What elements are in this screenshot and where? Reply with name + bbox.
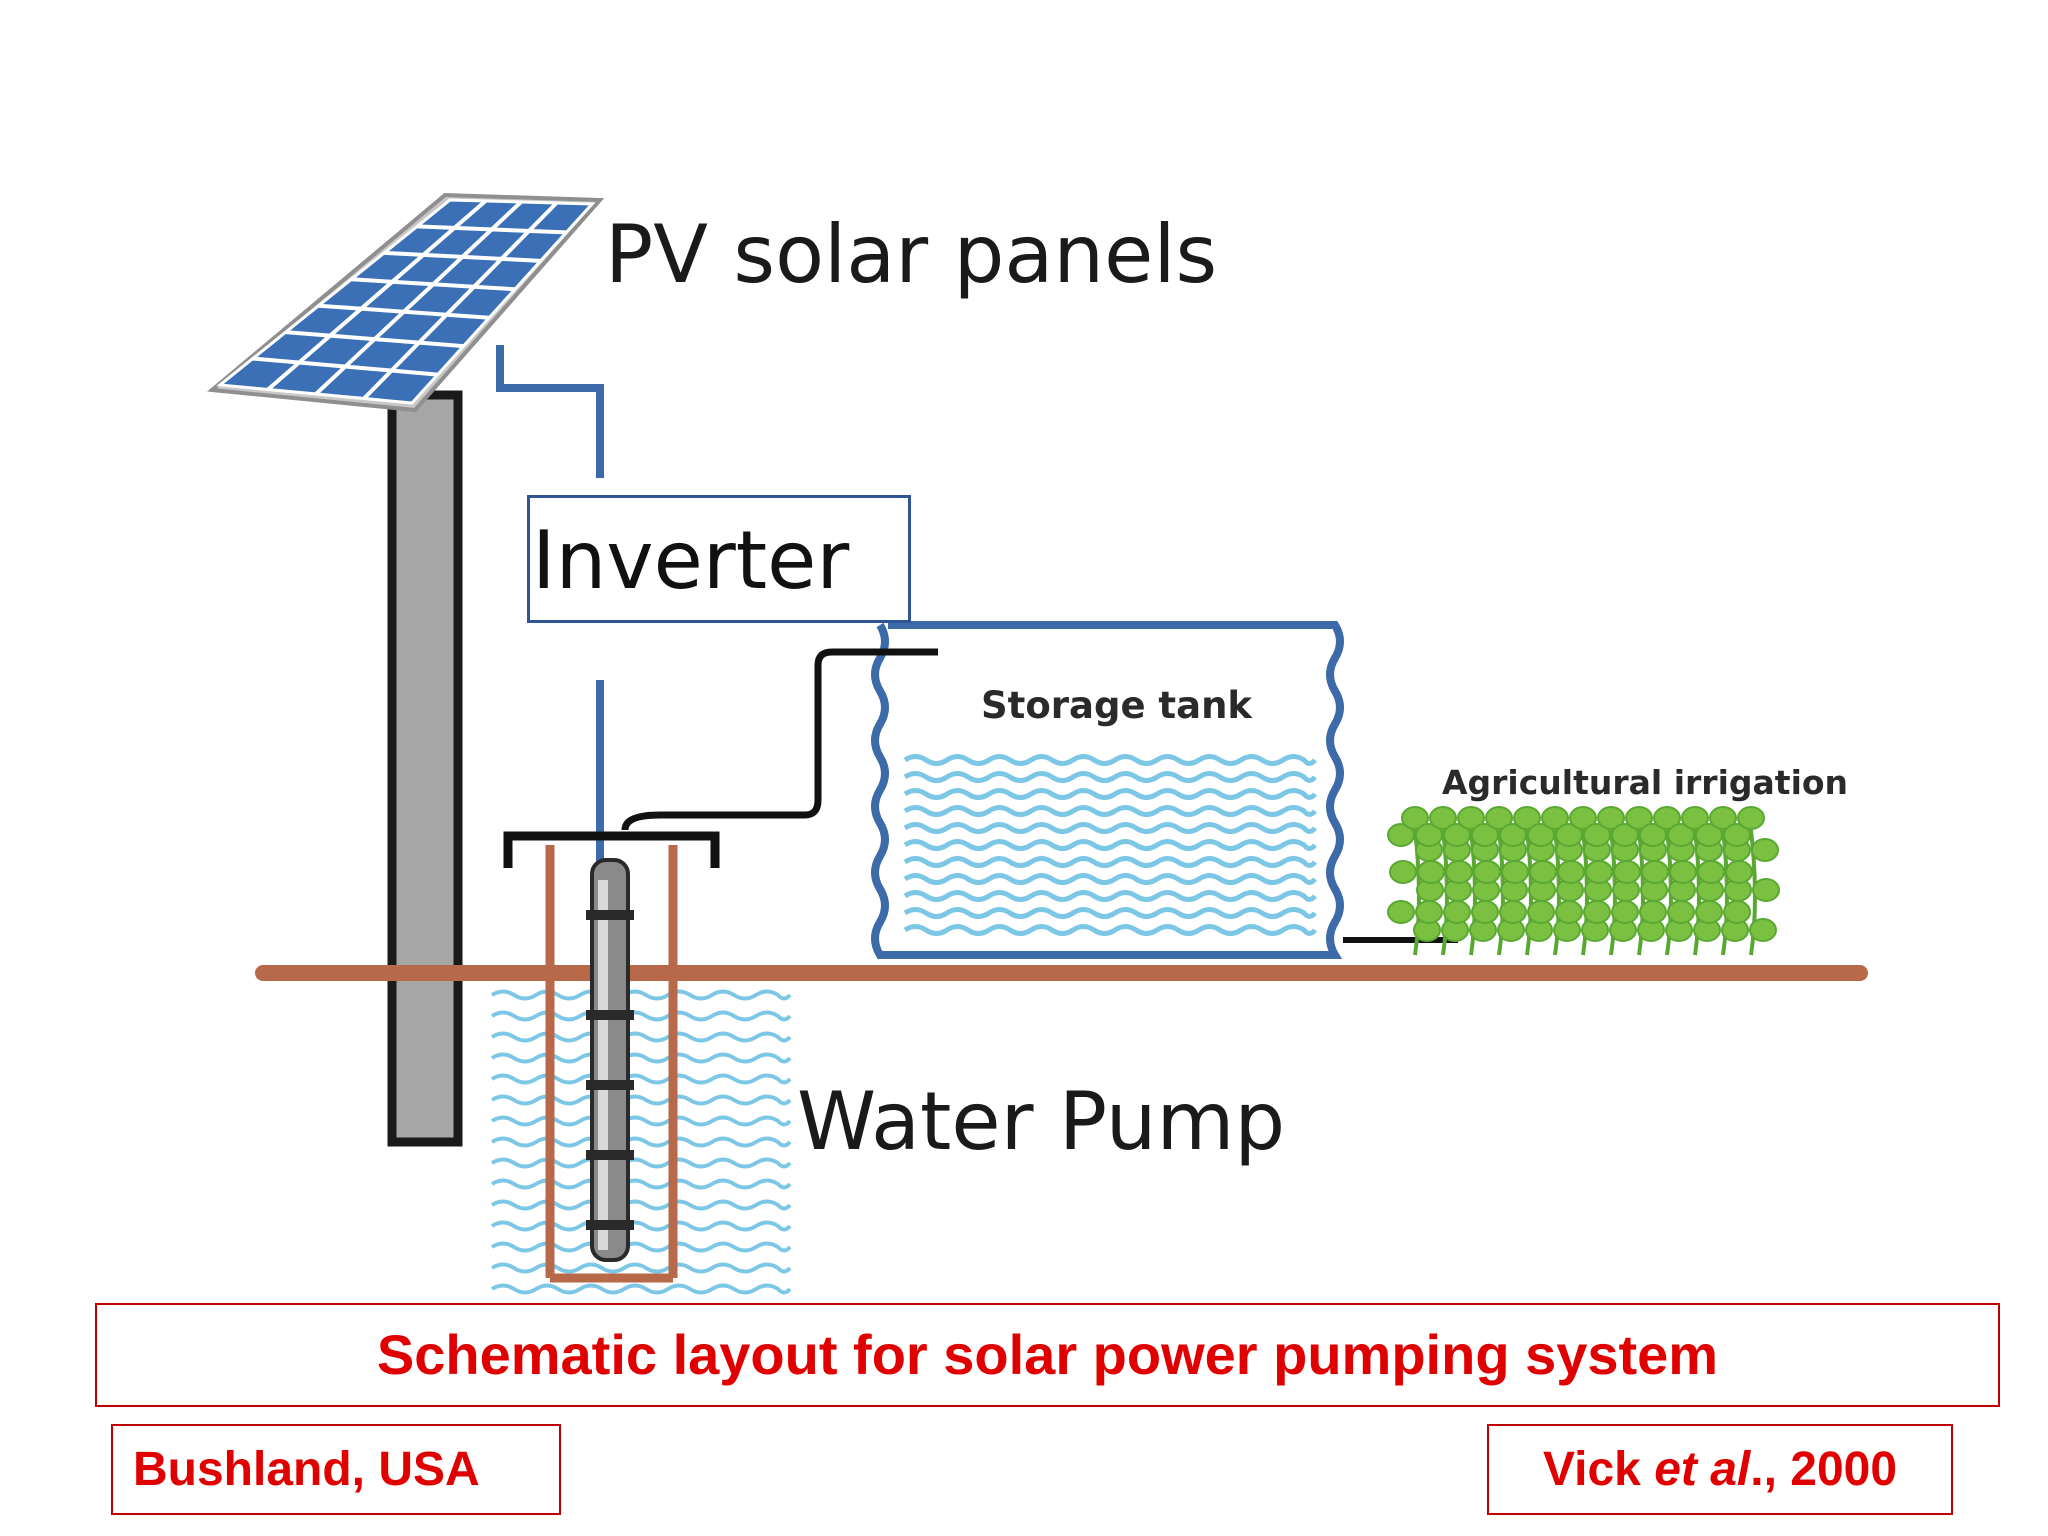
storage-tank-label: Storage tank bbox=[981, 684, 1253, 727]
well-water-wave bbox=[490, 989, 792, 1001]
pv-solar-panel bbox=[207, 192, 605, 413]
irrigation-label: Agricultural irrigation bbox=[1442, 763, 1849, 802]
well-water-wave bbox=[490, 1157, 792, 1169]
location-box: Bushland, USA bbox=[111, 1424, 561, 1515]
panel-cell-divider bbox=[252, 356, 438, 377]
panel-cell-divider bbox=[351, 277, 515, 292]
tank-water-wave bbox=[903, 873, 1317, 885]
storage-tank bbox=[871, 621, 1344, 959]
irrigated-crops bbox=[1387, 806, 1780, 956]
panel-cell-divider bbox=[417, 224, 567, 235]
crop-plant bbox=[1723, 806, 1780, 956]
water-pump-label: Water Pump bbox=[797, 1075, 1286, 1168]
crop-plant bbox=[1499, 806, 1556, 956]
panel-cell-divider bbox=[266, 199, 487, 392]
well-water-wave bbox=[490, 1262, 792, 1274]
well-water bbox=[490, 989, 792, 1295]
tank-water-wave bbox=[903, 788, 1317, 800]
panel-cell-divider bbox=[285, 330, 464, 349]
tank-water-wave bbox=[903, 771, 1317, 783]
crop-plant bbox=[1527, 806, 1584, 956]
caption-text: Schematic layout for solar power pumping… bbox=[376, 1323, 1719, 1386]
tank-water-wave bbox=[903, 805, 1317, 817]
crop-plant bbox=[1415, 806, 1472, 956]
well-water-wave bbox=[490, 1283, 792, 1295]
panel-cell-divider bbox=[314, 200, 523, 396]
panel-cell-divider bbox=[362, 201, 558, 400]
citation-etal: et al bbox=[1654, 1443, 1751, 1496]
tank-water-wave bbox=[903, 924, 1317, 936]
inverter-box: Inverter bbox=[527, 495, 911, 623]
well-water-wave bbox=[490, 1073, 792, 1085]
caption-box: Schematic layout for solar power pumping… bbox=[95, 1303, 2000, 1407]
well-water-wave bbox=[490, 1220, 792, 1232]
panel-cell-divider bbox=[384, 250, 541, 263]
well-casing bbox=[545, 845, 678, 1283]
submersible-pump bbox=[586, 858, 634, 1262]
panel-cell-divider bbox=[318, 303, 490, 320]
well-water-wave bbox=[490, 1094, 792, 1106]
tank-water-wave bbox=[903, 822, 1317, 834]
well-water-wave bbox=[490, 1199, 792, 1211]
tank-water-wave bbox=[903, 754, 1317, 766]
inverter-label: Inverter bbox=[532, 514, 850, 607]
tank-water-wave bbox=[903, 890, 1317, 902]
well-water-wave bbox=[490, 1031, 792, 1043]
well-water-wave bbox=[490, 1010, 792, 1022]
well-water-wave bbox=[490, 1052, 792, 1064]
well-head-bracket bbox=[503, 831, 720, 868]
tank-water-wave bbox=[903, 907, 1317, 919]
crop-plant bbox=[1443, 806, 1500, 956]
well-water-wave bbox=[490, 1241, 792, 1253]
tank-water-wave bbox=[903, 839, 1317, 851]
delivery-pipe bbox=[621, 648, 938, 831]
citation-author: Vick bbox=[1542, 1443, 1655, 1496]
crop-plant bbox=[1667, 806, 1724, 956]
well-water-wave bbox=[490, 1115, 792, 1127]
power-cable-panel-to-inverter bbox=[496, 345, 604, 478]
location-text: Bushland, USA bbox=[133, 1443, 480, 1496]
well-water-wave bbox=[490, 1178, 792, 1190]
crop-plant bbox=[1387, 806, 1444, 956]
well-water-wave bbox=[490, 1136, 792, 1148]
citation-box: Vick et al., 2000 bbox=[1487, 1424, 1953, 1515]
pv-panels-label: PV solar panels bbox=[605, 208, 1218, 301]
citation-year: ., 2000 bbox=[1750, 1443, 1898, 1496]
panel-support-pole bbox=[387, 390, 463, 1147]
tank-water-wave bbox=[903, 856, 1317, 868]
